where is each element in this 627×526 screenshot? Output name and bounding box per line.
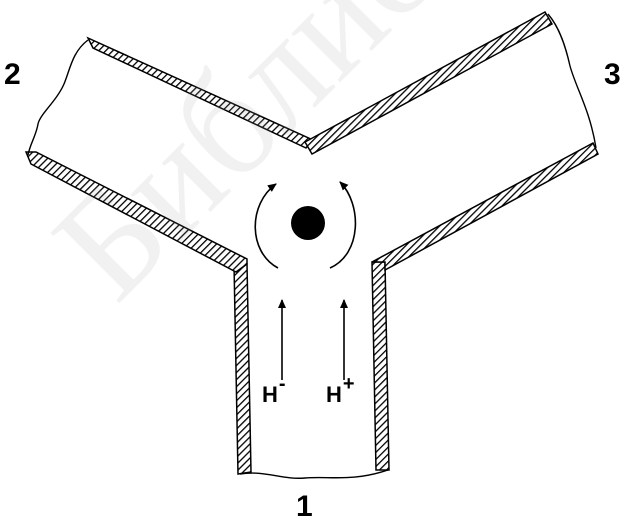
ferrite-disc: [291, 206, 325, 240]
field-label-h-plus: H+: [326, 374, 355, 407]
circulation-arrow-left: [254, 183, 279, 269]
field-label-h-minus-base: H: [262, 382, 278, 407]
circulation-arrow-right: [329, 181, 357, 269]
field-label-h-minus-sup: -: [278, 373, 286, 395]
port-label-2: 2: [4, 58, 21, 91]
arm3-upper-wall: [303, 10, 554, 156]
arm3-break-line: [547, 13, 597, 149]
arm2-break-line: [27, 39, 89, 156]
arm2-lower-wall: [24, 151, 248, 273]
arm1-right-wall: [371, 261, 390, 471]
arm1-break-line: [239, 469, 389, 479]
arm2-upper-wall: [86, 36, 315, 149]
arm3-lower-wall: [371, 141, 599, 272]
field-label-h-plus-base: H: [326, 382, 342, 407]
port-label-3: 3: [604, 58, 621, 91]
port-label-1: 1: [296, 490, 313, 523]
field-label-h-plus-sup: +: [342, 373, 355, 395]
arm1-left-wall: [233, 263, 252, 475]
field-label-h-minus: H-: [262, 374, 286, 407]
